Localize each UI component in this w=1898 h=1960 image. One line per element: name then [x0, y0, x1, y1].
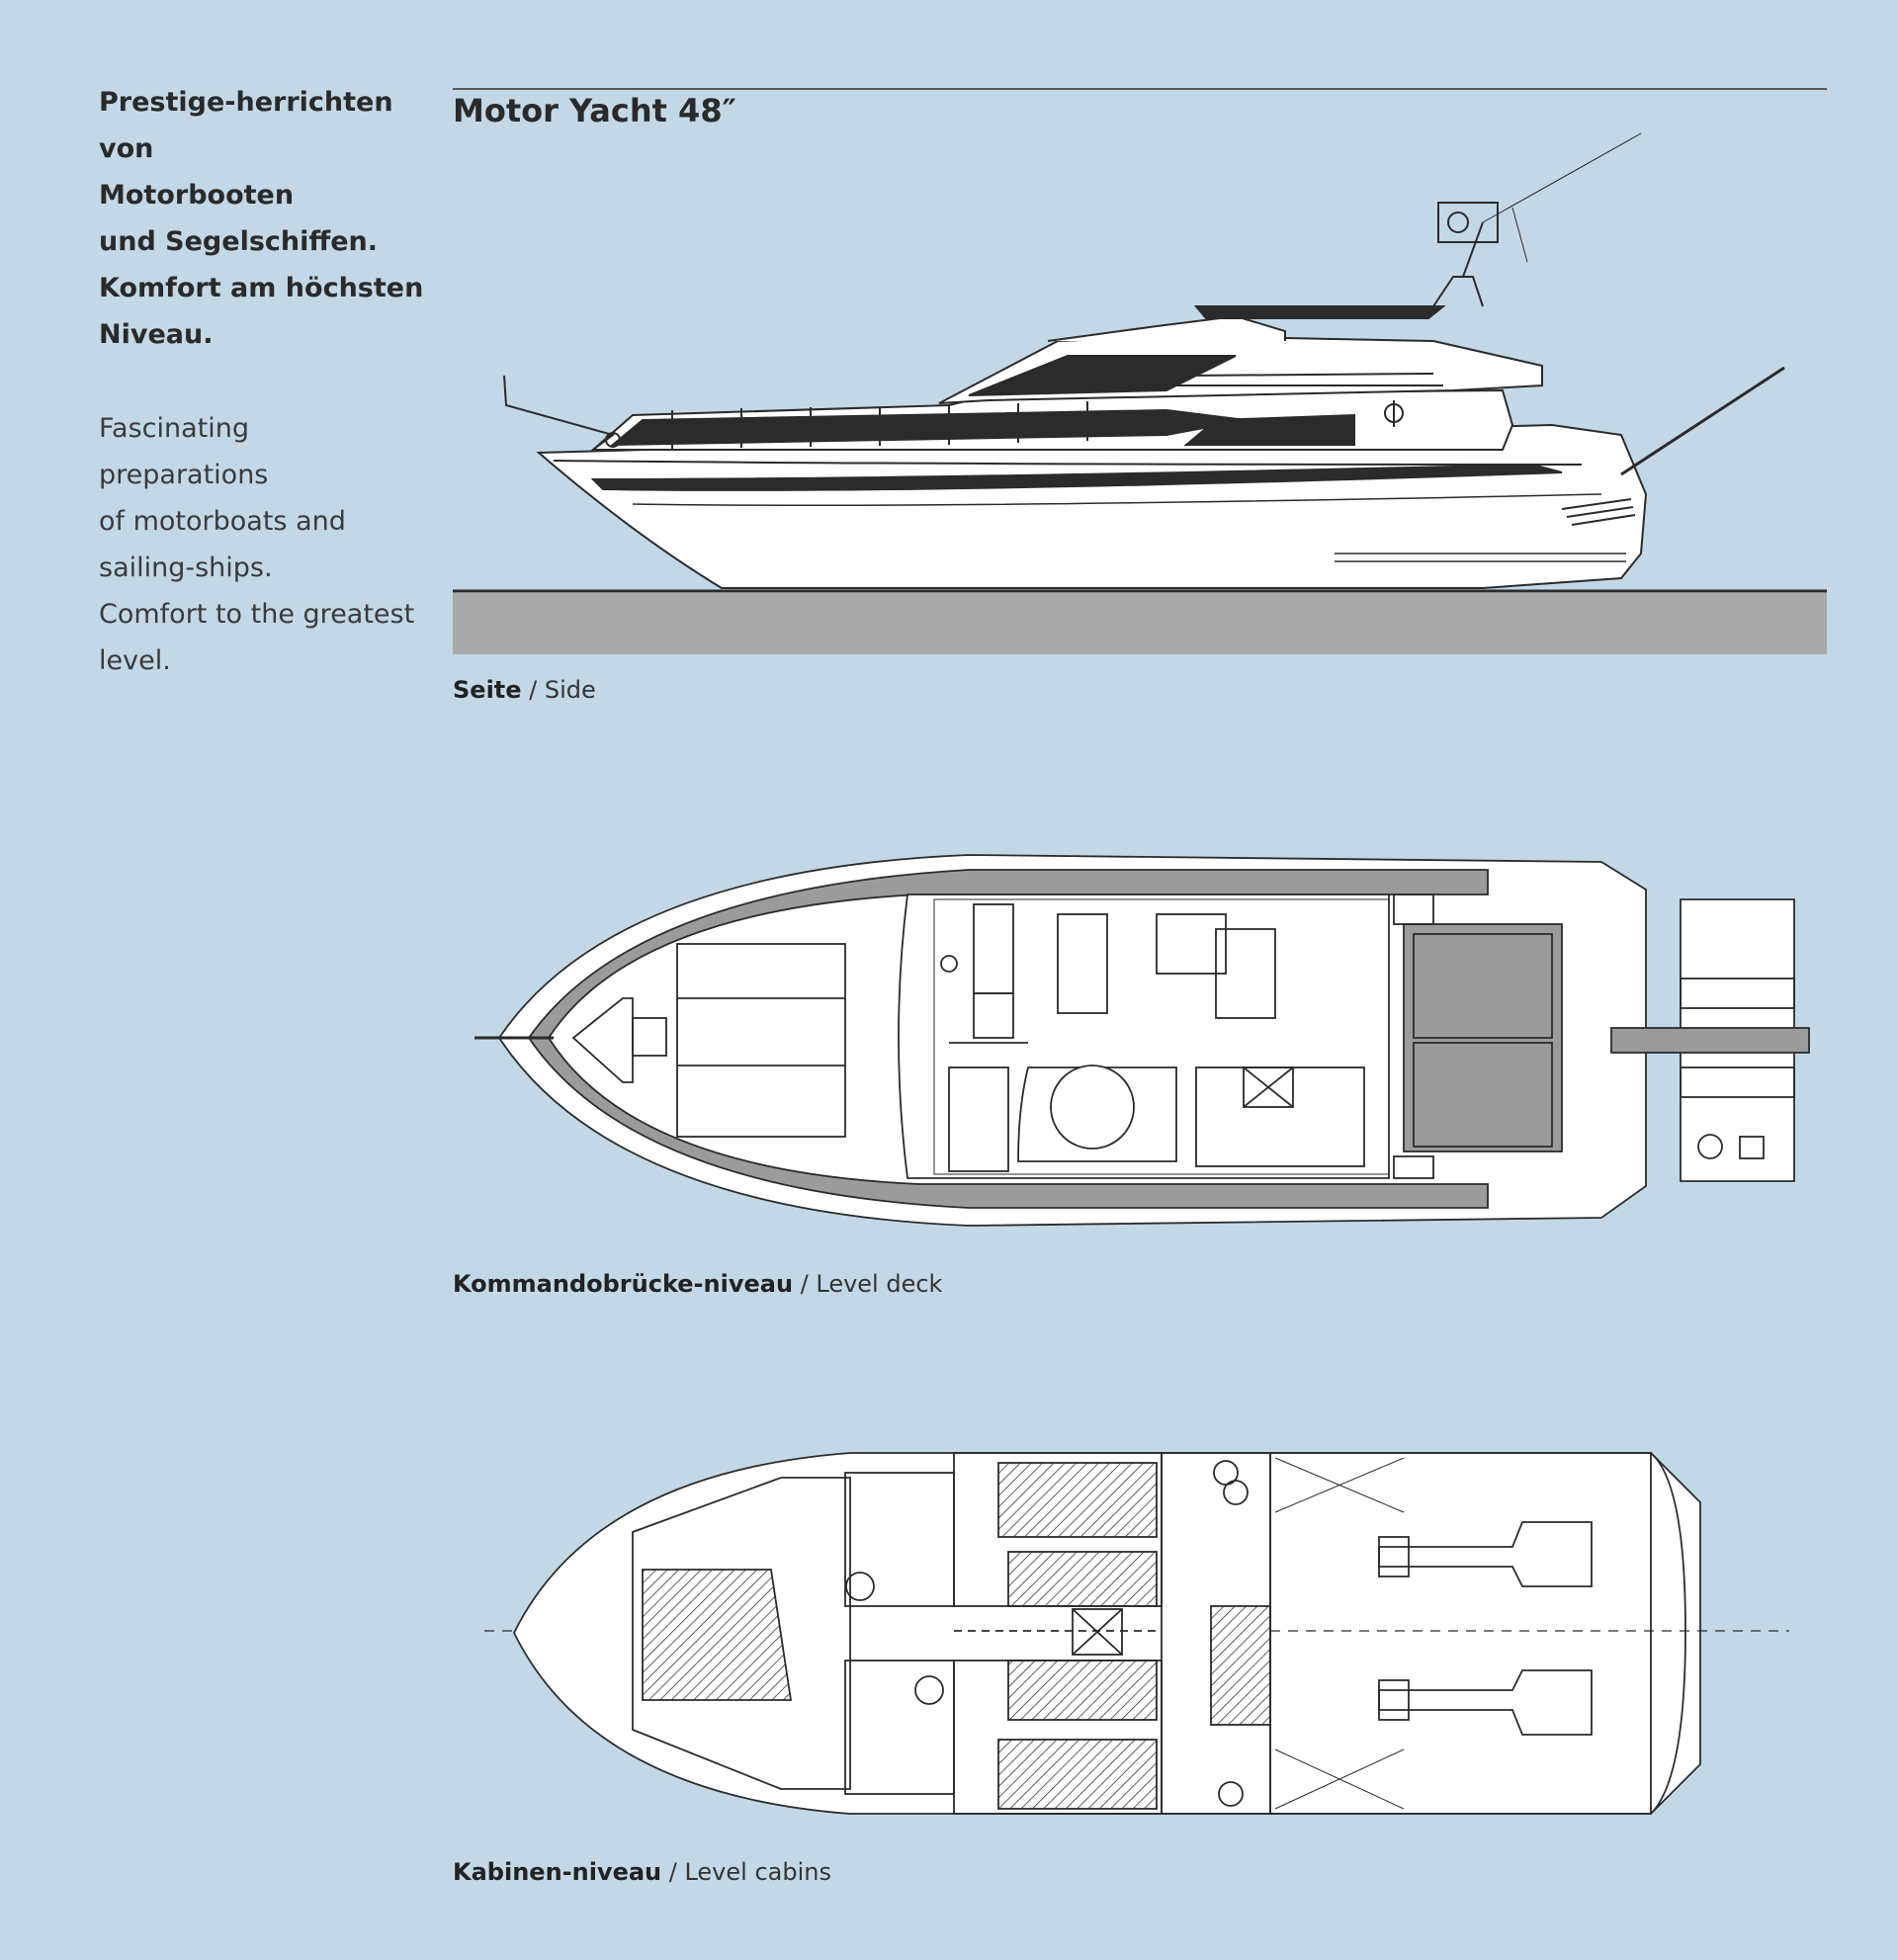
- dryer-icon: [1223, 1480, 1249, 1505]
- hardtop: [1193, 305, 1446, 319]
- intro-english-line: Comfort to the greatest: [99, 599, 415, 630]
- deck-caption-sep: /: [793, 1270, 817, 1298]
- fore-berth: [642, 1569, 793, 1701]
- platform-fixture-box: [1739, 1136, 1765, 1159]
- stern-pole: [1620, 366, 1785, 476]
- helm-seat: [1057, 913, 1108, 1014]
- deck-caption-en: Level deck: [816, 1270, 943, 1298]
- engine-stbd: [1378, 1521, 1593, 1587]
- tank-x: [1274, 1748, 1405, 1810]
- berth: [997, 1462, 1158, 1538]
- companionway: [1215, 928, 1276, 1019]
- antenna: [1482, 132, 1642, 223]
- engine-port: [1378, 1669, 1593, 1736]
- hull-stern-lines: [1561, 498, 1636, 526]
- side-caption-en: Side: [544, 676, 596, 704]
- cabin-hull-outline: [512, 1452, 1701, 1815]
- stair-box: [1072, 1608, 1123, 1656]
- intro-english-line: sailing-ships.: [99, 553, 273, 583]
- salon-cabinet: [948, 1066, 1009, 1172]
- radar-dome: [1437, 202, 1499, 243]
- title-rule: [453, 88, 1827, 90]
- cockpit-box: [1413, 1042, 1553, 1148]
- engine-gearbox: [1378, 1536, 1410, 1577]
- helm-wheel: [940, 955, 958, 973]
- flag-pole: [1511, 207, 1528, 263]
- flybridge-windscreen: [968, 355, 1237, 396]
- hull-sheer-line: [553, 460, 1583, 466]
- galley-sink: [973, 992, 1014, 1039]
- intro-german-line: Komfort am höchsten: [99, 273, 424, 303]
- intro-english-line: Fascinating preparations: [99, 413, 269, 490]
- deck-caption-de: Kommandobrücke-niveau: [453, 1270, 794, 1298]
- mast: [1462, 221, 1484, 278]
- intro-english-line: level.: [99, 645, 171, 676]
- side-hull: [536, 423, 1648, 589]
- hull-line-2: [632, 493, 1602, 506]
- utility-berth: [1210, 1605, 1271, 1726]
- berth: [1007, 1551, 1158, 1607]
- platform-step: [1680, 1066, 1795, 1098]
- fore-cabin: [632, 1477, 851, 1790]
- intro-text: Prestige-herrichten von Motorbooten und …: [99, 79, 425, 684]
- deck-caption: Kommandobrücke-niveau / Level deck: [453, 1270, 942, 1298]
- intro-english: Fascinating preparations of motorboats a…: [99, 405, 425, 684]
- stair-x: [1072, 1608, 1123, 1656]
- side-view-drawing: [453, 132, 1827, 654]
- shower: [914, 1675, 944, 1705]
- helm-console: [1156, 913, 1227, 975]
- platform-step: [1680, 978, 1795, 1009]
- side-caption: Seite / Side: [453, 676, 596, 704]
- fore-hatch: [632, 1017, 667, 1057]
- cabins-caption-en: Level cabins: [684, 1858, 831, 1886]
- aft-locker: [1393, 1155, 1434, 1179]
- cabins-caption: Kabinen-niveau / Level cabins: [453, 1858, 831, 1886]
- intro-german-line: Niveau.: [99, 319, 214, 350]
- salon-window: [1183, 413, 1355, 446]
- intro-german: Prestige-herrichten von Motorbooten und …: [99, 79, 425, 358]
- coffee-table-x: [1243, 1066, 1294, 1108]
- bow-rail: [503, 375, 616, 451]
- shower: [845, 1572, 875, 1601]
- cockpit-box: [1413, 933, 1553, 1039]
- passerelle: [1610, 1027, 1810, 1054]
- cabin-fixture: [1218, 1781, 1244, 1807]
- platform-fixture: [1697, 1134, 1723, 1159]
- hull-lower-lines: [1335, 553, 1626, 562]
- salon-inner: [933, 898, 1390, 1175]
- cabins-caption-sep: /: [661, 1858, 685, 1886]
- side-caption-de: Seite: [453, 676, 522, 704]
- hull-stripe: [590, 463, 1563, 491]
- anchor-winch: [605, 432, 621, 448]
- intro-english-line: of motorboats and: [99, 506, 346, 537]
- intro-german-line: Motorbooten: [99, 180, 295, 211]
- intro-german-line: und Segelschiffen.: [99, 226, 379, 257]
- page-title: Motor Yacht 48″: [453, 92, 736, 129]
- radar-circle: [1447, 212, 1469, 233]
- aft-locker: [1393, 894, 1434, 925]
- berth: [997, 1739, 1158, 1810]
- transom: [1650, 1452, 1686, 1815]
- dinette-table: [1050, 1065, 1135, 1150]
- berth: [1007, 1660, 1158, 1721]
- side-caption-sep: /: [521, 676, 545, 704]
- tank-x: [1274, 1457, 1405, 1513]
- intro-german-line: Prestige-herrichten von: [99, 87, 393, 164]
- salon-coffee-table: [1243, 1066, 1294, 1108]
- dinette-seat: [1017, 1066, 1177, 1162]
- sunpad: [676, 943, 846, 1138]
- engine-gearbox: [1378, 1679, 1410, 1721]
- ground-strip: [453, 593, 1827, 654]
- flybridge-lines: [1176, 373, 1443, 386]
- cabins-caption-de: Kabinen-niveau: [453, 1858, 662, 1886]
- engine-room: [1269, 1452, 1652, 1815]
